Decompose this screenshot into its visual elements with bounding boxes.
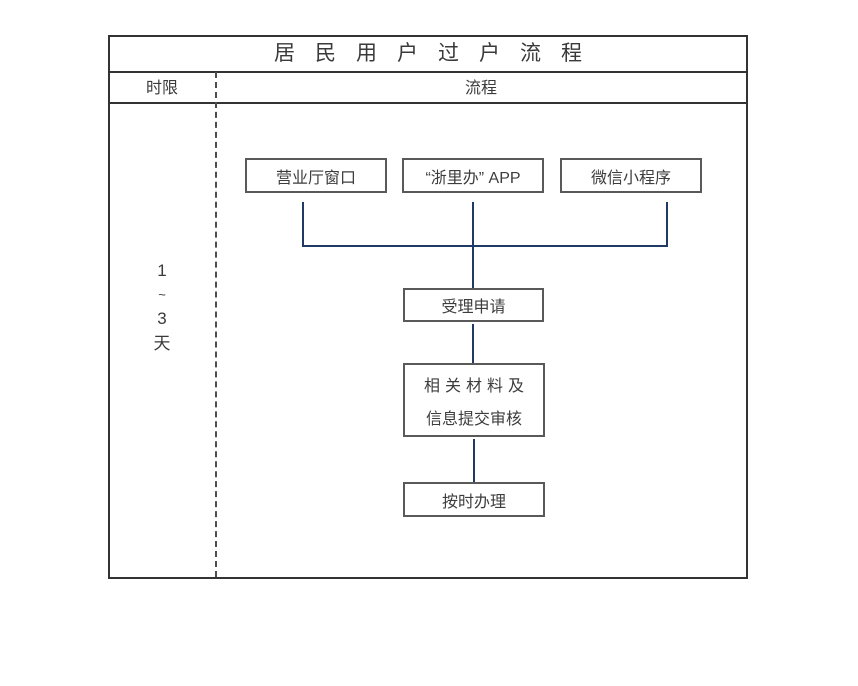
duration-line-day: 天 — [153, 334, 171, 353]
step-box-handle-on-time: 按时办理 — [403, 482, 545, 517]
step-box-material-review-line1: 相关材料及 — [423, 377, 529, 395]
title-row-divider — [108, 71, 748, 73]
header-row-divider — [108, 102, 748, 104]
channel-box-zheliban-app: “浙里办” APP — [402, 158, 544, 193]
channel-box-hall-label: 营业厅窗口 — [275, 169, 356, 187]
channel-box-zheliban-app-label: “浙里办” APP — [425, 169, 521, 187]
channel-box-hall: 营业厅窗口 — [245, 158, 387, 193]
flow-column-header: 流程 — [464, 80, 497, 97]
connector-right-vertical — [666, 202, 668, 247]
column-divider-dashed — [215, 72, 217, 577]
duration-line-1: 1 — [157, 261, 167, 280]
channel-box-wechat-miniprogram: 微信小程序 — [560, 158, 702, 193]
step-box-accept-application-label: 受理申请 — [441, 299, 506, 316]
step-box-handle-on-time-label: 按时办理 — [441, 493, 506, 511]
connector-left-vertical — [302, 202, 304, 247]
step-box-material-review-line2: 信息提交审核 — [425, 410, 522, 428]
step-box-material-review: 相关材料及 信息提交审核 — [403, 363, 545, 437]
duration-line-3: 3 — [157, 309, 167, 328]
time-column-header: 时限 — [145, 80, 178, 97]
connector-review-to-handle — [473, 439, 475, 482]
connector-horizontal-bus — [302, 245, 668, 247]
duration-line-tilde: ~ — [158, 287, 166, 302]
duration-label: 1 ~ 3 天 — [132, 258, 192, 356]
step-box-accept-application: 受理申请 — [403, 288, 544, 322]
connector-accept-to-review — [472, 324, 474, 363]
channel-box-wechat-miniprogram-label: 微信小程序 — [590, 169, 671, 187]
page-title: 居民用户过户流程 — [274, 42, 602, 65]
